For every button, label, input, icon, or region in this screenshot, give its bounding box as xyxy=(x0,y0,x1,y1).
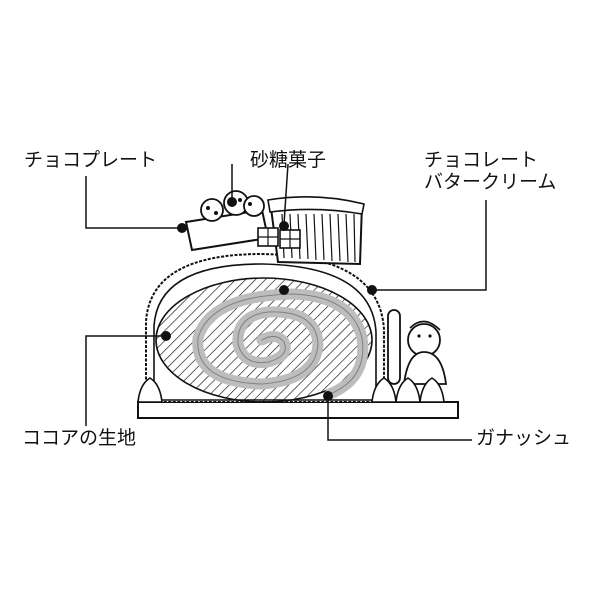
gift-box-decoration xyxy=(257,227,301,249)
cake-board xyxy=(137,401,459,419)
meringue-decorations xyxy=(137,377,445,403)
label-chocolate-plate: チョコプレート xyxy=(24,149,158,171)
label-cocoa-sponge: ココアの生地 xyxy=(22,427,137,449)
leader-lines xyxy=(85,163,487,441)
chocolate-plate xyxy=(184,190,270,252)
label-butter-cream-line1: チョコレート xyxy=(424,149,539,171)
label-butter-cream: チョコレート バタークリーム xyxy=(424,149,557,194)
label-sugar-decoration: 砂糖菓子 xyxy=(250,149,327,171)
label-ganache: ガナッシュ xyxy=(476,427,572,449)
label-butter-cream-line2: バタークリーム xyxy=(424,170,557,193)
leader-dots xyxy=(161,197,377,401)
candle-decoration xyxy=(387,309,401,385)
santa-figure xyxy=(402,320,448,385)
ganache-swirl xyxy=(192,288,369,400)
